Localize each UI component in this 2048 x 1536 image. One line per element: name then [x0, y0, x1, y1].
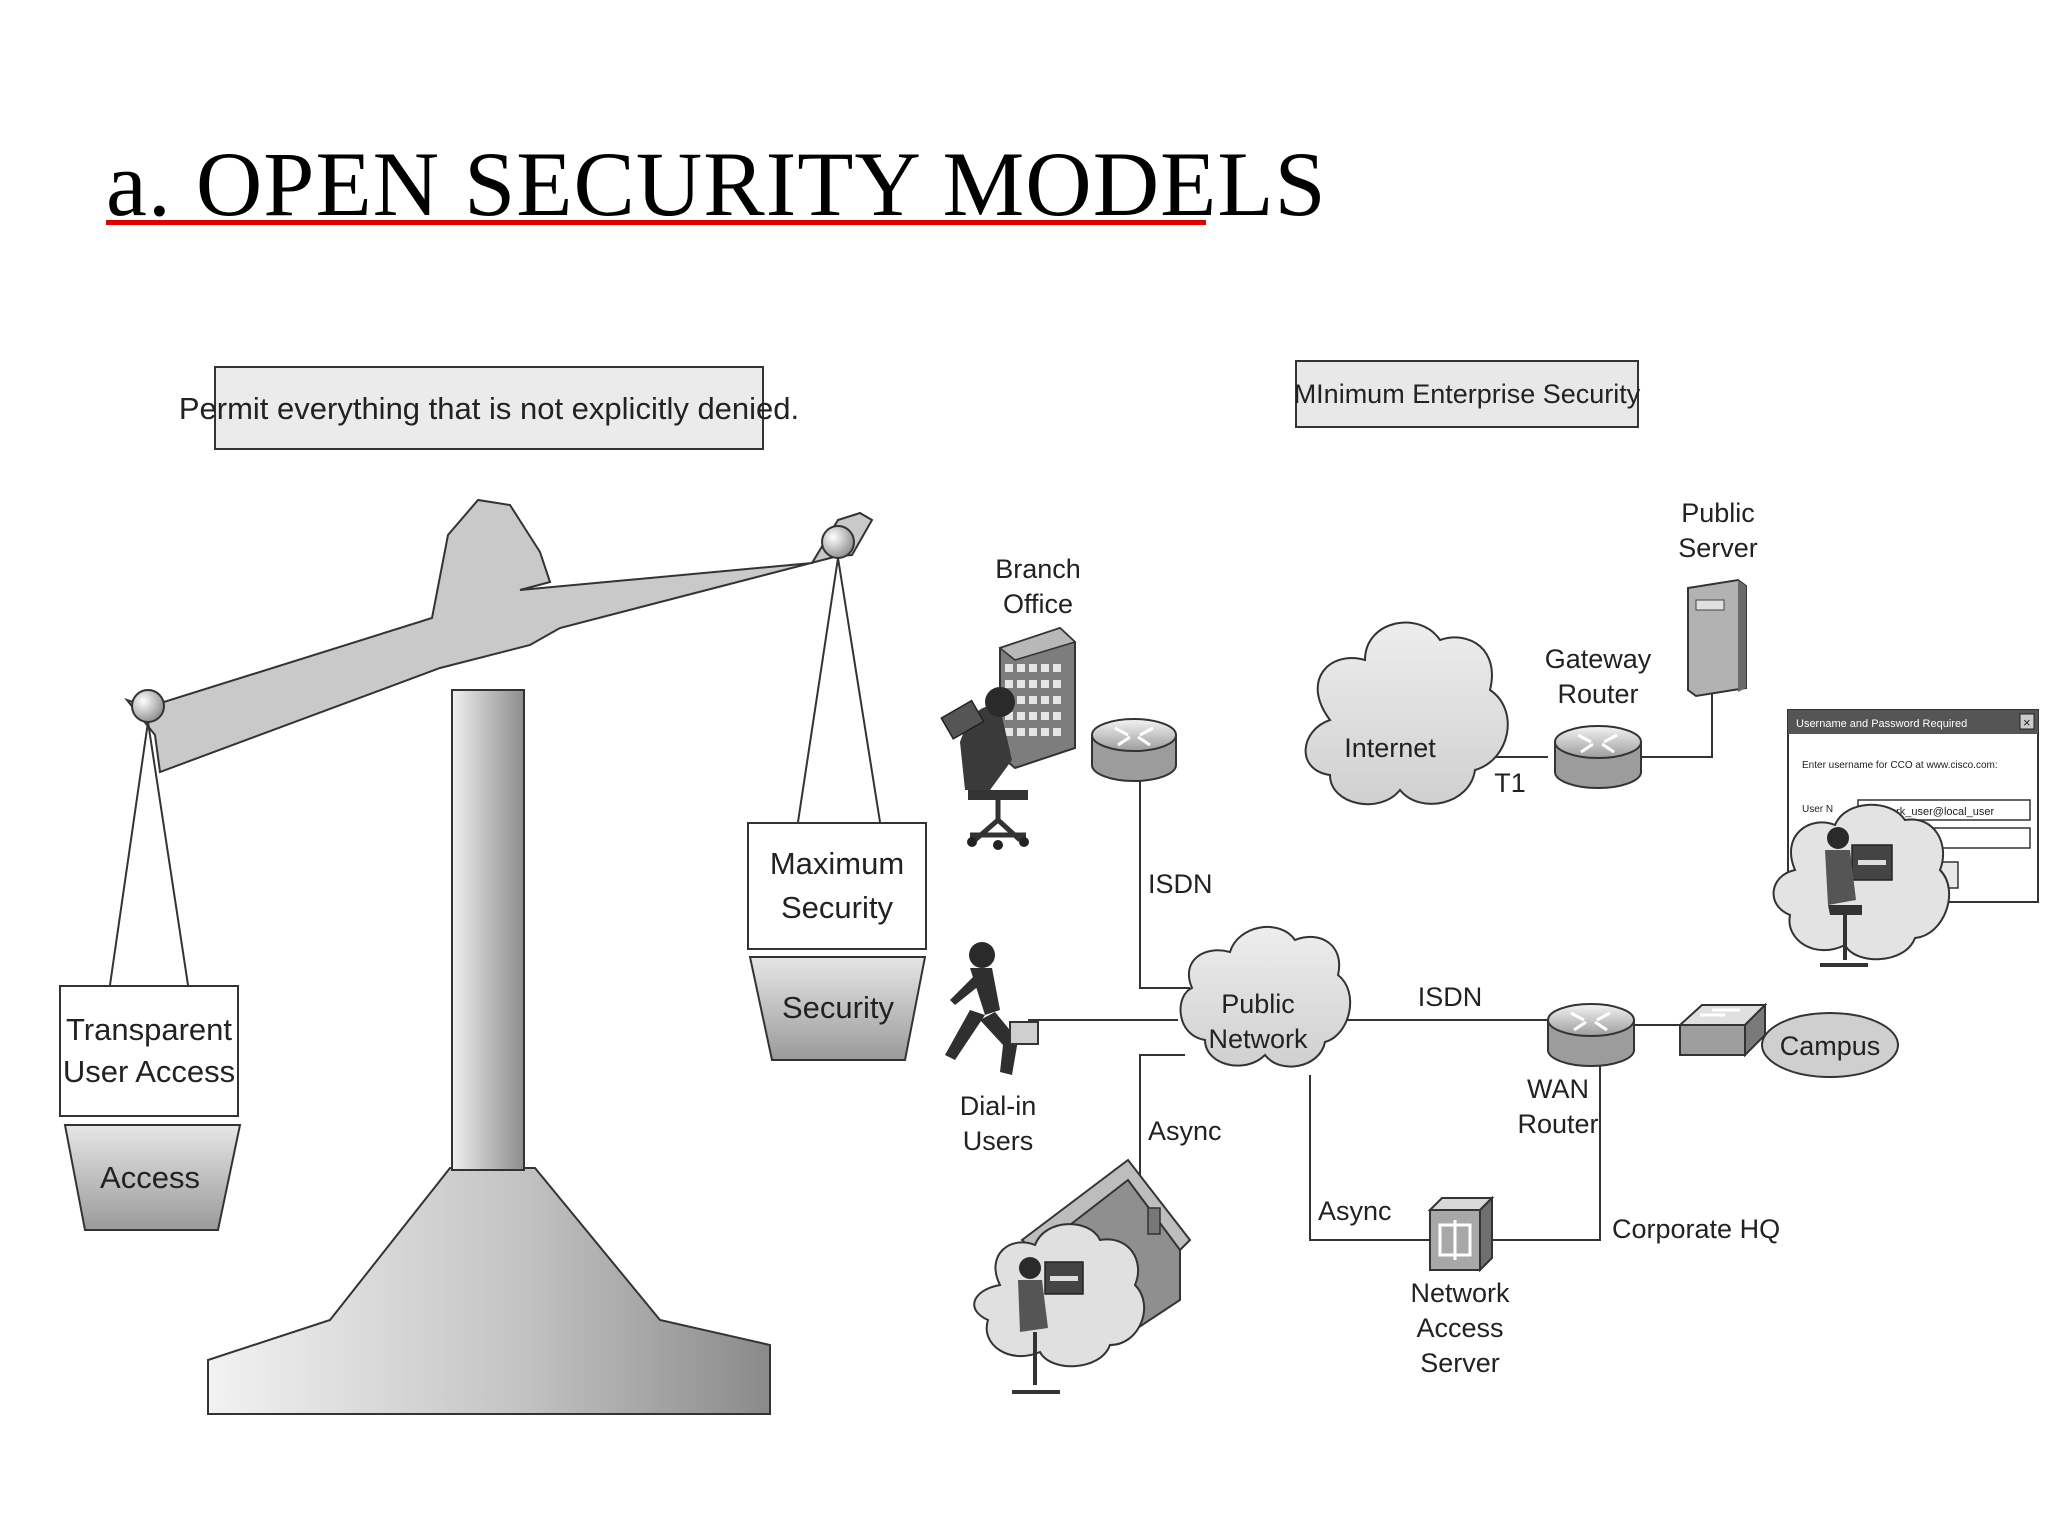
campus-label: Campus	[1780, 1031, 1881, 1061]
home-user-icon	[973, 1158, 1192, 1394]
title-underline	[106, 220, 1206, 225]
nas-label-1: Network	[1410, 1278, 1510, 1308]
network-caption: MInimum Enterprise Security	[1294, 379, 1641, 409]
wan-router-label-2: Router	[1517, 1109, 1598, 1139]
corporate-hq-label: Corporate HQ	[1612, 1214, 1780, 1244]
async-bottom-label: Async	[1318, 1196, 1392, 1226]
public-network-cloud-icon	[1179, 925, 1352, 1068]
right-string	[797, 557, 839, 823]
left-pan-label-1: Transparent	[66, 1012, 232, 1047]
right-pivot-ball	[821, 525, 855, 559]
branch-router-icon	[1091, 718, 1177, 782]
right-bucket-label: Security	[782, 990, 894, 1025]
right-pan-label-2: Security	[781, 890, 893, 925]
right-pan: Maximum Security Security	[747, 822, 927, 1061]
nas-label-3: Server	[1420, 1348, 1500, 1378]
login-dialog-prompt: Enter username for CCO at www.cisco.com:	[1802, 760, 1998, 771]
left-pan: Transparent User Access Access	[59, 985, 242, 1231]
wan-router-label-1: WAN	[1527, 1074, 1589, 1104]
branch-office-label-1: Branch	[995, 554, 1081, 584]
scale-base	[207, 1167, 771, 1415]
close-icon: ×	[2023, 715, 2031, 730]
internet-label: Internet	[1344, 733, 1436, 763]
branch-user-icon	[940, 687, 1029, 850]
public-server-label-2: Server	[1678, 533, 1758, 563]
dial-in-users-label-2: Users	[963, 1126, 1034, 1156]
t1-label: T1	[1494, 768, 1526, 798]
scale-caption-box: Permit everything that is not explicitly…	[179, 366, 799, 450]
left-pivot-ball	[131, 689, 165, 723]
async-left-label: Async	[1148, 1116, 1222, 1146]
scale-beam	[124, 498, 874, 774]
left-string	[147, 721, 189, 986]
public-server-icon	[1687, 578, 1747, 698]
wan-router-icon	[1547, 1003, 1635, 1067]
isdn-vertical-label: ISDN	[1148, 869, 1213, 899]
internet-cloud-icon	[1304, 621, 1509, 806]
login-dialog-title: Username and Password Required	[1796, 718, 1967, 730]
campus-user-icon	[1772, 803, 1950, 967]
gateway-router-icon	[1554, 725, 1642, 789]
branch-office-label-2: Office	[1003, 589, 1073, 619]
right-string	[837, 557, 881, 823]
scale-caption: Permit everything that is not explicitly…	[179, 391, 799, 426]
dial-in-user-icon	[945, 942, 1039, 1075]
left-string	[109, 721, 149, 986]
network-caption-box: MInimum Enterprise Security	[1294, 360, 1641, 428]
left-pan-label-2: User Access	[63, 1054, 235, 1089]
isdn-horizontal-label: ISDN	[1418, 982, 1483, 1012]
switch-icon	[1677, 1002, 1768, 1058]
campus-node: Campus	[1761, 1012, 1899, 1078]
slide-title: a. OPEN SECURITY MODELS	[106, 133, 1327, 235]
public-network-label-2: Network	[1208, 1024, 1308, 1054]
public-server-label-1: Public	[1681, 498, 1755, 528]
dial-in-users-label-1: Dial-in	[960, 1091, 1037, 1121]
login-username-value: ork_user@local_user	[1890, 806, 1994, 818]
public-network-label-1: Public	[1221, 989, 1295, 1019]
right-pan-label-1: Maximum	[770, 846, 904, 881]
gateway-router-label-1: Gateway	[1545, 644, 1652, 674]
scale-column	[451, 689, 525, 1171]
network-access-server-icon	[1427, 1195, 1495, 1273]
login-user-label: User N	[1802, 804, 1833, 815]
left-bucket-label: Access	[100, 1160, 200, 1195]
gateway-router-label-2: Router	[1557, 679, 1638, 709]
nas-label-2: Access	[1416, 1313, 1503, 1343]
